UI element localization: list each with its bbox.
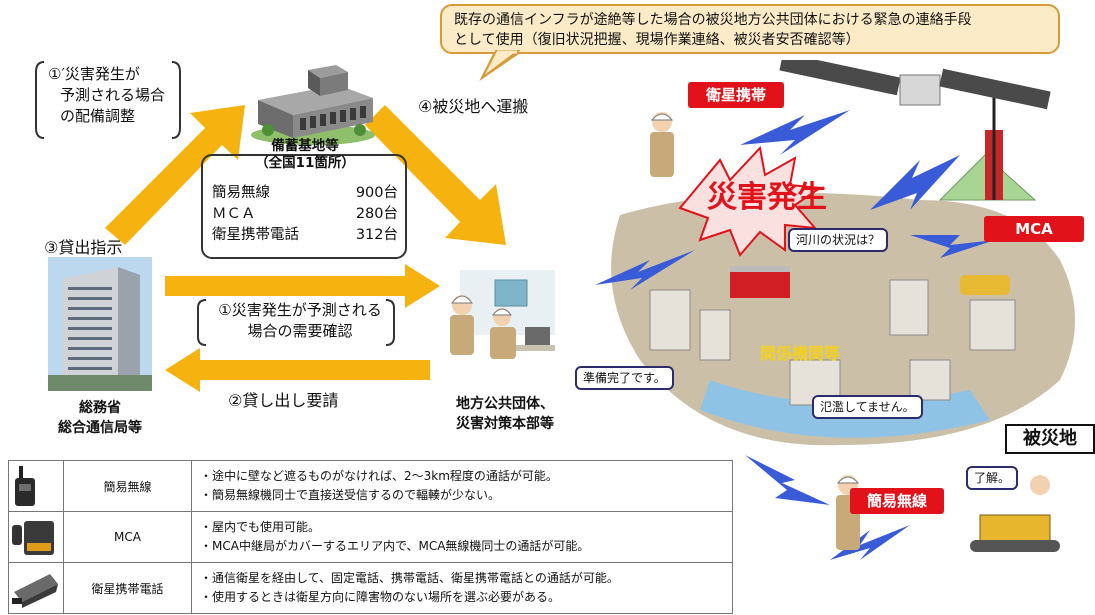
ministry-line-2: 総合通信局等 (58, 420, 142, 436)
equipment-name: MCA (63, 511, 192, 563)
table-row: 衛星携帯電話 ・通信衛星を経由して、固定電話、携帯電話、衛星携帯電話との通話が可… (8, 562, 733, 614)
stock-item-count: 312台 (355, 227, 398, 243)
stock-item-name: ＭＣＡ (212, 206, 256, 222)
handheld-radio-icon (15, 466, 35, 506)
depot-stock-box (201, 154, 407, 259)
equipment-desc-line: ・途中に壁など遮るものがなければ、2～3km程度の通話が可能。 (200, 469, 558, 483)
equipment-icon-cell (8, 511, 64, 563)
table-row: 簡易無線 ・途中に壁など遮るものがなければ、2～3km程度の通話が可能。 ・簡易… (8, 460, 733, 512)
local-gov-label: 地方公共団体、 災害対策本部等 (440, 394, 570, 434)
bracket-right-1prime (171, 61, 181, 139)
ministry-building-icon (48, 257, 152, 391)
step-1prime: ①′災害発生が 予測される場合 の配備調整 (48, 64, 176, 127)
callout-tail (481, 50, 520, 79)
mca-badge: MCA (984, 216, 1084, 242)
equipment-desc-line: ・MCA中継局がカバーするエリア内で、MCA無線機同士の通話が可能。 (200, 539, 590, 553)
depot-title-block: 備蓄基地等 （全国11箇所） (212, 138, 398, 172)
equipment-table: 簡易無線 ・途中に壁など遮るものがなければ、2～3km程度の通話が可能。 ・簡易… (8, 460, 733, 614)
step-2-label: ②貸し出し要請 (228, 391, 339, 410)
bubble-flood: 氾濫してません。 (812, 395, 923, 419)
bubble-ok: 了解。 (966, 466, 1019, 490)
local-gov-line-1: 地方公共団体、 (456, 396, 554, 412)
equipment-desc-line: ・屋内でも使用可能。 (200, 520, 321, 534)
arrow-localgov-to-ministry (165, 348, 430, 392)
equipment-icon-cell (8, 562, 64, 614)
callout-line-1: 既存の通信インフラが途絶等した場合の被災地方公共団体における緊急の連絡手段 (454, 12, 972, 28)
mca-radio-icon (12, 521, 54, 555)
step-1prime-line-2: 予測される場合 (60, 86, 166, 104)
equipment-name: 衛星携帯電話 (63, 562, 192, 614)
depot-subtitle: （全国11箇所） (255, 155, 355, 171)
step-1-line-1: ①災害発生が予測される (218, 301, 382, 319)
related-agencies-label: 関係機関等 (760, 344, 841, 363)
stock-item-count: 280台 (355, 206, 398, 222)
stock-item-name: 衛星携帯電話 (212, 227, 299, 243)
step-1prime-line-3: の配備調整 (60, 107, 136, 125)
ministry-label: 総務省 総合通信局等 (32, 398, 168, 438)
stock-row: 衛星携帯電話 312台 (212, 225, 398, 246)
local-gov-line-2: 災害対策本部等 (456, 416, 554, 432)
bracket-right-1 (385, 299, 395, 346)
bracket-left-1 (197, 299, 207, 346)
stock-row: 簡易無線 900台 (212, 183, 398, 204)
callout-line-2: として使用（復旧状況把握、現場作業連絡、被災者安否確認等） (454, 32, 860, 48)
equipment-desc: ・屋内でも使用可能。 ・MCA中継局がカバーするエリア内で、MCA無線機同士の通… (191, 511, 733, 563)
equipment-desc: ・通信衛星を経由して、固定電話、携帯電話、衛星携帯電話との通話が可能。 ・使用す… (191, 562, 733, 614)
stock-item-count: 900台 (355, 185, 398, 201)
step-1prime-line-1: ①′災害発生が (48, 65, 140, 83)
equipment-desc-line: ・使用するときは衛星方向に障害物のない場所を選ぶ必要がある。 (200, 590, 561, 604)
stock-row: ＭＣＡ 280台 (212, 204, 398, 225)
usage-callout: 既存の通信インフラが途絶等した場合の被災地方公共団体における緊急の連絡手段 とし… (440, 4, 1060, 54)
bubble-river: 河川の状況は？ (788, 228, 889, 252)
equipment-desc: ・途中に壁など遮るものがなければ、2～3km程度の通話が可能。 ・簡易無線機同士… (191, 460, 733, 512)
step-3-label: ③貸出指示 (44, 238, 123, 257)
step-1-line-2: 場合の需要確認 (247, 322, 353, 340)
satellite-phone-icon (12, 574, 58, 608)
arrow-ministry-to-depot (105, 105, 245, 245)
satellite-badge: 衛星携帯 (688, 82, 784, 108)
radio-badge: 簡易無線 (850, 488, 944, 514)
depot-title: 備蓄基地等 (271, 138, 339, 154)
local-gov-office-icon (450, 270, 555, 359)
step-4-label: ④被災地へ運搬 (418, 97, 529, 116)
step-1: ①災害発生が予測される 場合の需要確認 (208, 300, 392, 342)
stock-item-name: 簡易無線 (212, 185, 270, 201)
equipment-desc-line: ・通信衛星を経由して、固定電話、携帯電話、衛星携帯電話との通話が可能。 (200, 571, 619, 585)
bubble-ready: 準備完了です。 (575, 366, 674, 390)
equipment-desc-line: ・簡易無線機同士で直接送受信するので輻輳が少ない。 (200, 488, 501, 502)
equipment-icon-cell (8, 460, 64, 512)
area-label: 被災地 (1005, 424, 1095, 454)
arrow-depot-to-localgov (365, 105, 506, 245)
depot-building-icon (251, 65, 375, 145)
equipment-name: 簡易無線 (63, 460, 192, 512)
disaster-scene (595, 60, 1075, 560)
arrow-ministry-to-localgov (165, 264, 440, 308)
disaster-label: 災害発生 (707, 180, 827, 215)
depot-stock-list: 簡易無線 900台 ＭＣＡ 280台 衛星携帯電話 312台 (212, 183, 398, 246)
ministry-line-1: 総務省 (79, 400, 121, 416)
bracket-left-1prime (35, 61, 45, 139)
table-row: MCA ・屋内でも使用可能。 ・MCA中継局がカバーするエリア内で、MCA無線機… (8, 511, 733, 563)
